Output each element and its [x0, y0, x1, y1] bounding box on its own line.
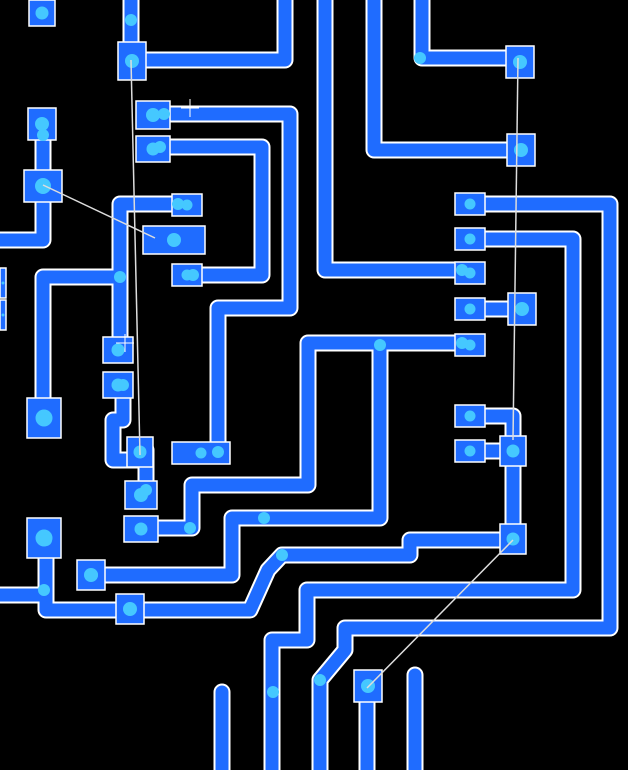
trace-highlight — [414, 52, 426, 64]
pads[interactable] — [0, 0, 537, 703]
pad-highlight — [464, 233, 476, 245]
trace-highlight — [172, 198, 184, 210]
trace-highlight — [187, 269, 199, 281]
pad[interactable] — [102, 336, 134, 364]
trace[interactable] — [367, 0, 527, 157]
pad[interactable] — [28, 0, 56, 27]
trace-outline — [316, 0, 474, 279]
trace-highlight — [267, 686, 279, 698]
trace-outline — [122, 0, 294, 69]
trace-highlight — [86, 569, 98, 581]
trace-highlight — [276, 549, 288, 561]
trace-highlight — [125, 14, 137, 26]
pad[interactable] — [123, 515, 159, 543]
pad-highlight — [195, 447, 207, 459]
trace-highlight — [38, 584, 50, 596]
pad-highlight — [111, 343, 125, 357]
pad-highlight — [146, 108, 160, 122]
pad-highlight — [125, 54, 139, 68]
crosshair-icon — [116, 99, 199, 352]
trace[interactable] — [36, 270, 127, 427]
trace-highlight — [456, 337, 468, 349]
pad-highlight — [506, 444, 520, 458]
trace-outline — [365, 0, 529, 159]
pad-highlight — [35, 6, 49, 20]
trace-highlight — [258, 512, 270, 524]
pad-highlight — [134, 522, 148, 536]
trace-highlight — [117, 379, 129, 391]
trace[interactable] — [106, 378, 147, 467]
trace[interactable] — [478, 409, 520, 547]
pad-highlight — [1, 281, 5, 285]
pad-highlight — [513, 55, 527, 69]
pad-highlight — [123, 602, 137, 616]
trace[interactable] — [113, 197, 185, 357]
pad-highlight — [464, 410, 476, 422]
trace-highlight — [140, 484, 152, 496]
pad-highlight — [464, 303, 476, 315]
trace-highlight — [114, 271, 126, 283]
trace-highlight — [456, 264, 468, 276]
trace[interactable] — [143, 336, 472, 535]
ratsnest — [42, 57, 519, 689]
trace-highlight — [37, 129, 49, 141]
trace-highlight — [314, 674, 326, 686]
trace-highlight — [158, 108, 170, 120]
trace-highlight — [37, 414, 49, 426]
trace[interactable] — [153, 140, 269, 282]
trace[interactable] — [415, 0, 525, 65]
pad-highlight — [35, 117, 49, 131]
pad-highlight — [35, 178, 51, 194]
trace-highlight — [184, 522, 196, 534]
pad-highlight — [167, 233, 181, 247]
trace[interactable] — [124, 0, 292, 67]
pad-highlight — [515, 302, 529, 316]
ratsnest-line — [42, 184, 156, 239]
trace-outline — [413, 0, 527, 67]
ratsnest-line — [130, 59, 141, 456]
trace-highlight — [40, 534, 52, 546]
pad-highlight — [464, 445, 476, 457]
trace[interactable] — [39, 533, 517, 617]
ratsnest-line — [366, 539, 514, 689]
ratsnest-line — [512, 57, 519, 441]
pad-highlight — [464, 198, 476, 210]
trace-highlight — [154, 141, 166, 153]
trace-highlight — [374, 339, 386, 351]
trace[interactable] — [265, 232, 580, 770]
pad-highlight — [181, 199, 193, 211]
trace-highlight — [212, 446, 224, 458]
trace[interactable] — [85, 336, 387, 582]
trace[interactable] — [318, 0, 472, 277]
pad-highlight — [1, 313, 5, 317]
